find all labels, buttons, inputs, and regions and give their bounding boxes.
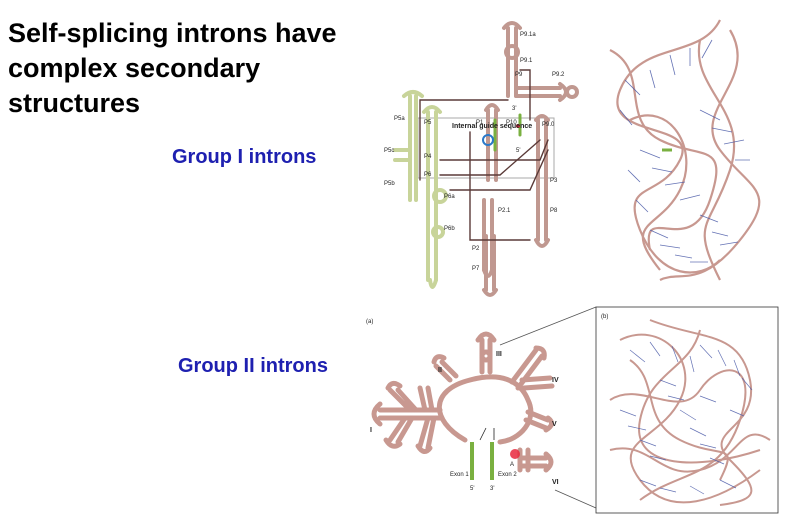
stem-label-p4: P4 — [424, 154, 432, 160]
exon-2-label: Exon 2 — [498, 472, 517, 478]
panel-b-label: (b) — [601, 314, 608, 320]
group-2-3d-panel: (b) — [595, 306, 779, 514]
domain-label-iii: III — [496, 351, 502, 358]
domain-label-i: I — [370, 427, 372, 434]
group-2-labels: I II III IV V VI Exon 1 Exon 2 5' 3' A — [370, 351, 559, 492]
stem-label-p9-2: P9.2 — [552, 72, 565, 78]
stem-label-p2: P2 — [472, 246, 480, 252]
group-1-label: Group I introns — [172, 146, 317, 168]
end-3-label: 3' — [490, 486, 494, 492]
stem-label-p3: P3 — [550, 178, 558, 184]
domain-label-ii: II — [438, 367, 442, 374]
stem-label-p6: P6 — [424, 172, 432, 178]
stem-label-p5a: P5a — [394, 116, 405, 122]
group-1-secondary-structure — [393, 21, 579, 297]
branch-site-marker — [510, 449, 520, 459]
end-5-label: 5' — [470, 486, 474, 492]
zoom-lines — [499, 306, 597, 509]
stem-label-p10: P10 — [506, 120, 517, 126]
stem-label-p9-0: P9.0 — [542, 122, 555, 128]
group-2-label: Group II introns — [178, 355, 328, 377]
stem-label-p9-1a: P9.1a — [520, 32, 536, 38]
igs-label: Internal guide sequence — [452, 123, 532, 130]
group-1-3d-structure — [609, 19, 761, 282]
panel-a-label: (a) — [366, 319, 373, 325]
stem-label-p8: P8 — [550, 208, 558, 214]
igs-circle — [482, 134, 494, 146]
stem-label-p7: P7 — [472, 266, 480, 272]
stem-label-p6b: P6b — [444, 226, 455, 232]
domain-label-v: V — [552, 421, 557, 428]
stem-label-p5b: P5b — [384, 181, 395, 187]
stem-label-p9-1: P9.1 — [520, 58, 533, 64]
stem-label-p5: P5 — [424, 120, 432, 126]
site-a-label: A — [510, 462, 514, 468]
group-2-secondary-structure: (a) — [366, 319, 555, 480]
stem-label-p9: P9 — [515, 72, 523, 78]
group-1-stem-labels: P9.1a P9.1 P9 P9.2 P5a P5 P5c P5b P4 P6 … — [384, 32, 565, 272]
stem-label-p5c: P5c — [384, 148, 394, 154]
exon-1-label: Exon 1 — [450, 472, 469, 478]
slide-title: Self-splicing introns have complex secon… — [8, 18, 337, 118]
marker-3-prime: 3' — [512, 106, 516, 112]
domain-label-iv: IV — [552, 377, 559, 384]
marker-5-prime: 5' — [516, 148, 520, 154]
stem-label-p1: P1 — [476, 120, 484, 126]
stem-label-p2-1: P2.1 — [498, 208, 511, 214]
stem-label-p6a: P6a — [444, 194, 455, 200]
domain-label-vi: VI — [552, 479, 559, 486]
